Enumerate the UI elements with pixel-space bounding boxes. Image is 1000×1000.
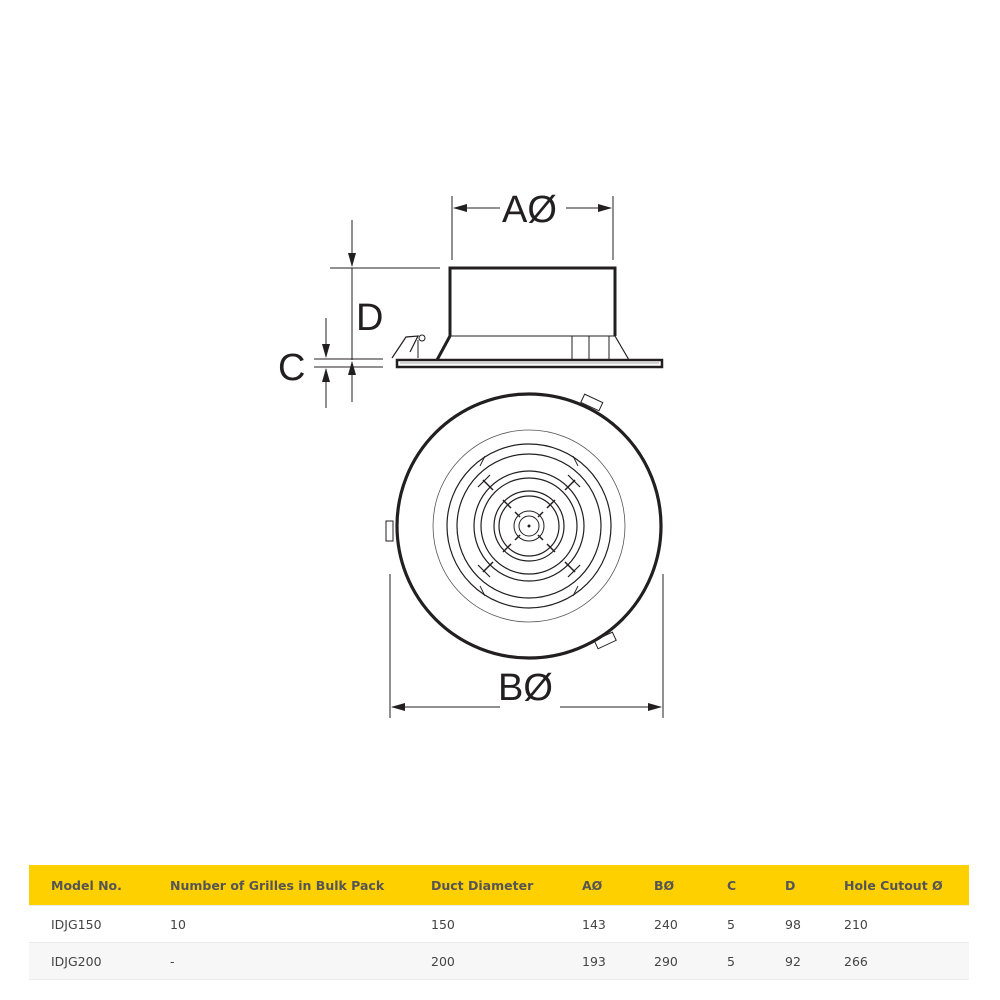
cell-b-diameter: 240: [632, 905, 705, 943]
side-view: [314, 196, 664, 408]
specifications-table: Model No. Number of Grilles in Bulk Pack…: [29, 865, 969, 980]
header-a-diameter: AØ: [560, 865, 632, 906]
header-d: D: [763, 865, 822, 906]
dimension-label-c: C: [278, 347, 305, 389]
header-b-diameter: BØ: [632, 865, 705, 906]
front-view: [385, 392, 664, 718]
cell-b-diameter: 290: [632, 942, 705, 980]
cell-d: 92: [763, 942, 822, 980]
grille-dimension-diagram: AØ D C: [278, 189, 664, 718]
cell-model-no: IDJG200: [29, 942, 148, 980]
cell-hole-cutout: 266: [822, 942, 969, 980]
header-model-no: Model No.: [29, 865, 148, 906]
cell-c: 5: [705, 942, 763, 980]
dimension-label-a: AØ: [502, 189, 557, 231]
cell-a-diameter: 193: [560, 942, 632, 980]
dimension-label-b: BØ: [498, 667, 553, 709]
cell-duct-diameter: 200: [409, 942, 560, 980]
table-row: IDJG200 - 200 193 290 5 92 266: [29, 942, 969, 980]
header-grilles-bulk-pack: Number of Grilles in Bulk Pack: [148, 865, 409, 906]
header-duct-diameter: Duct Diameter: [409, 865, 560, 906]
cell-c: 5: [705, 905, 763, 943]
cell-duct-diameter: 150: [409, 905, 560, 943]
dimension-label-d: D: [356, 297, 383, 339]
cell-grilles-bulk-pack: 10: [148, 905, 409, 943]
table-row: IDJG150 10 150 143 240 5 98 210: [29, 905, 969, 943]
technical-drawing: AØ D C: [278, 189, 664, 718]
cell-hole-cutout: 210: [822, 905, 969, 943]
header-c: C: [705, 865, 763, 906]
cell-grilles-bulk-pack: -: [148, 942, 409, 980]
cell-a-diameter: 143: [560, 905, 632, 943]
table-header-row: Model No. Number of Grilles in Bulk Pack…: [29, 865, 969, 906]
cell-d: 98: [763, 905, 822, 943]
header-hole-cutout: Hole Cutout Ø: [822, 865, 969, 906]
cell-model-no: IDJG150: [29, 905, 148, 943]
